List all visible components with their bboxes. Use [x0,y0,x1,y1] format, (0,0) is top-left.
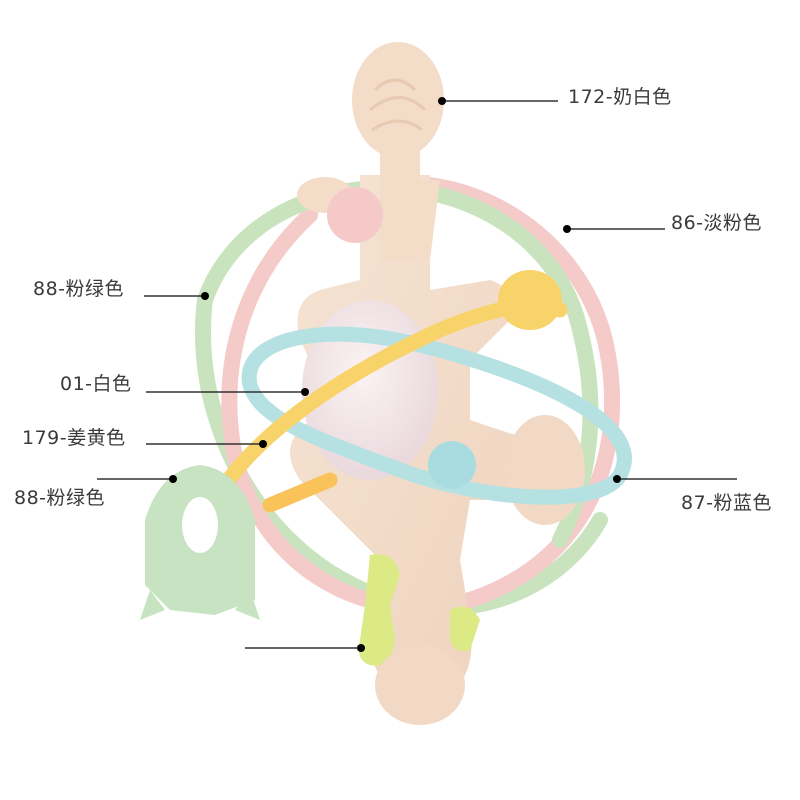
callout-label-pink-green-top: 88-粉绿色 [33,278,125,300]
leader-dot-c6 [169,475,177,483]
yellow-ring [192,270,568,538]
callout-label-light-pink: 86-淡粉色 [671,212,763,234]
leader-dot-c7 [613,475,621,483]
leader-dot-c3 [201,292,209,300]
leader-dot-c1 [438,97,446,105]
callout-label-pink-green-bottom: 88-粉绿色 [14,487,106,509]
callout-label-pink-blue: 87-粉蓝色 [681,492,773,514]
leader-lines [97,97,737,652]
blue-bead [428,441,476,489]
leader-dot-c5 [259,440,267,448]
leader-dot-c8 [357,644,365,652]
pink-bead [327,187,383,243]
blue-ring [241,326,632,505]
green-ring-front [197,179,599,548]
lime-cross-pendant [358,554,480,666]
green-rocket-pendant [140,465,260,620]
cream-top-paddle [352,42,444,210]
leader-dot-c2 [563,225,571,233]
callout-label-white: 01-白色 [60,373,132,395]
callout-label-cream: 172-奶白色 [568,86,672,108]
yellow-bead [498,270,562,330]
cream-bottom-lobe [375,645,465,725]
leader-dot-c4 [301,388,309,396]
callout-label-ginger-yellow: 179-姜黄色 [22,427,126,449]
pink-ring [221,175,621,615]
